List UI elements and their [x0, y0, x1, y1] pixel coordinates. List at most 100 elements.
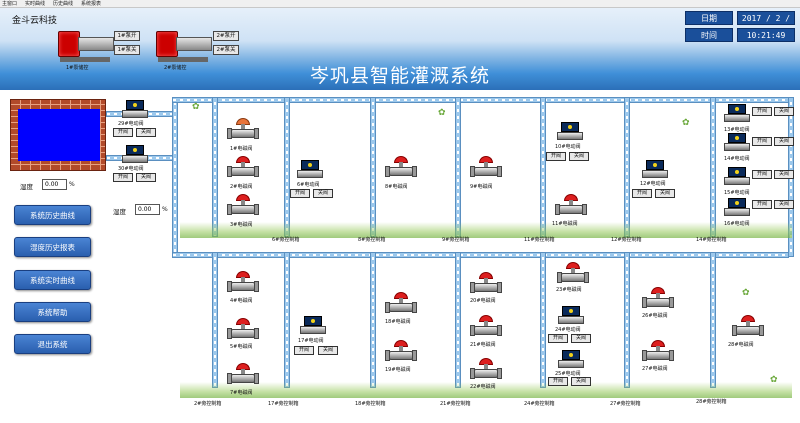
valve-17-close-button[interactable]: 关阀	[318, 346, 338, 355]
valve-24-close-button[interactable]: 关阀	[571, 334, 591, 343]
electric-valve-icon	[722, 104, 752, 124]
pipe	[540, 97, 546, 237]
pump-2-label: 2#泵储控	[164, 65, 187, 71]
valve-17-open-button[interactable]: 开阀	[294, 346, 314, 355]
solenoid-valve-icon	[468, 315, 504, 341]
valve-label: 25#电动阀	[555, 371, 581, 377]
pipe	[370, 252, 376, 388]
pipe	[212, 97, 218, 237]
humidity-label-1: 湿度	[20, 183, 33, 191]
solenoid-valve-icon	[555, 262, 591, 288]
valve-label: 21#电磁阀	[470, 342, 496, 348]
valve-25-open-button[interactable]: 开阀	[548, 377, 568, 386]
zone-label: 6#旁控制箱	[272, 237, 300, 243]
electric-valve-icon	[555, 122, 585, 142]
solenoid-valve-icon	[640, 340, 676, 366]
plant-icon: ✿	[192, 102, 200, 112]
valve-label: 28#电磁阀	[728, 342, 754, 348]
pump-body-icon	[78, 37, 114, 51]
solenoid-valve-icon	[468, 358, 504, 384]
valve-13-close-button[interactable]: 关阀	[774, 107, 794, 116]
humidity-label-2: 湿度	[113, 208, 126, 216]
pump-1-close-button[interactable]: 1#泵关	[114, 45, 140, 55]
pipe	[710, 252, 716, 388]
valve-10-open-button[interactable]: 开阀	[546, 152, 566, 161]
zone-label: 18#旁控制箱	[355, 401, 386, 407]
valve-29-open-button[interactable]: 开阀	[113, 128, 133, 137]
zone-label: 2#旁控制箱	[194, 401, 222, 407]
valve-15-open-button[interactable]: 开阀	[752, 170, 772, 179]
valve-24-open-button[interactable]: 开阀	[548, 334, 568, 343]
valve-6-close-button[interactable]: 关阀	[313, 189, 333, 198]
solenoid-valve-icon	[225, 118, 261, 144]
menu-item-report[interactable]: 系统报表	[81, 1, 102, 7]
time-label: 时间	[685, 28, 733, 42]
solenoid-valve-icon	[640, 287, 676, 313]
solenoid-valve-icon	[553, 194, 589, 220]
valve-16-open-button[interactable]: 开阀	[752, 200, 772, 209]
pipe	[455, 97, 461, 237]
pipe	[624, 252, 630, 388]
electric-valve-icon	[722, 133, 752, 153]
valve-30-close-button[interactable]: 关阀	[136, 173, 156, 182]
date-value: 2017 / 2 / 16	[737, 11, 795, 37]
valve-label: 5#电磁阀	[230, 344, 253, 350]
zone-label: 9#旁控制箱	[442, 237, 470, 243]
humidity-field-1[interactable]: 0.00	[42, 179, 67, 190]
electric-valve-icon	[722, 167, 752, 187]
pipe	[172, 97, 789, 103]
plant-icon: ✿	[770, 375, 778, 385]
pipe	[172, 97, 178, 255]
history-curve-button[interactable]: 系统历史曲线	[14, 205, 91, 225]
valve-label: 14#电动阀	[724, 156, 750, 162]
pump-2-close-button[interactable]: 2#泵关	[213, 45, 239, 55]
pipe	[624, 97, 630, 237]
pump-1-open-button[interactable]: 1#泵开	[114, 31, 140, 41]
valve-10-close-button[interactable]: 关阀	[569, 152, 589, 161]
solenoid-valve-icon	[225, 271, 261, 297]
menu-item-realtime-curve[interactable]: 实时曲线	[25, 1, 46, 7]
pipe	[212, 252, 218, 388]
valve-label: 7#电磁阀	[230, 390, 253, 396]
valve-label: 15#电动阀	[724, 190, 750, 196]
electric-valve-icon	[298, 316, 328, 336]
electric-valve-icon	[640, 160, 670, 180]
plant-icon: ✿	[438, 108, 446, 118]
solenoid-valve-icon	[383, 292, 419, 318]
zone-label: 8#旁控制箱	[358, 237, 386, 243]
valve-13-open-button[interactable]: 开阀	[752, 107, 772, 116]
valve-29-close-button[interactable]: 关阀	[136, 128, 156, 137]
valve-30-open-button[interactable]: 开阀	[113, 173, 133, 182]
pipe	[710, 97, 716, 237]
realtime-curve-button[interactable]: 系统实时曲线	[14, 270, 91, 290]
valve-label: 3#电磁阀	[230, 222, 253, 228]
valve-6-open-button[interactable]: 开阀	[290, 189, 310, 198]
valve-label: 22#电磁阀	[470, 384, 496, 390]
solenoid-valve-icon	[225, 194, 261, 220]
valve-label: 10#电动阀	[555, 144, 581, 150]
humidity-report-button[interactable]: 湿度历史报表	[14, 237, 91, 257]
menu-item-main[interactable]: 主窗口	[2, 1, 18, 7]
valve-14-close-button[interactable]: 关阀	[774, 137, 794, 146]
valve-16-close-button[interactable]: 关阀	[774, 200, 794, 209]
pump-2: 2#泵储控	[156, 25, 214, 71]
humidity-field-2[interactable]: 0.00	[135, 204, 160, 215]
valve-label: 18#电磁阀	[385, 319, 411, 325]
valve-12-close-button[interactable]: 关阀	[655, 189, 675, 198]
reservoir-pool	[10, 99, 106, 171]
valve-14-open-button[interactable]: 开阀	[752, 137, 772, 146]
exit-system-button[interactable]: 退出系统	[14, 334, 91, 354]
valve-12-open-button[interactable]: 开阀	[632, 189, 652, 198]
valve-29-label: 29#电动阀	[118, 121, 144, 127]
pipe	[370, 97, 376, 237]
grass-decoration	[180, 222, 792, 238]
solenoid-valve-icon	[468, 156, 504, 182]
valve-15-close-button[interactable]: 关阀	[774, 170, 794, 179]
zone-label: 24#旁控制箱	[524, 401, 555, 407]
system-help-button[interactable]: 系统帮助	[14, 302, 91, 322]
pump-2-open-button[interactable]: 2#泵开	[213, 31, 239, 41]
menu-item-history-curve[interactable]: 历史曲线	[53, 1, 74, 7]
valve-25-close-button[interactable]: 关阀	[571, 377, 591, 386]
valve-label: 8#电磁阀	[385, 184, 408, 190]
pipe	[284, 97, 290, 237]
